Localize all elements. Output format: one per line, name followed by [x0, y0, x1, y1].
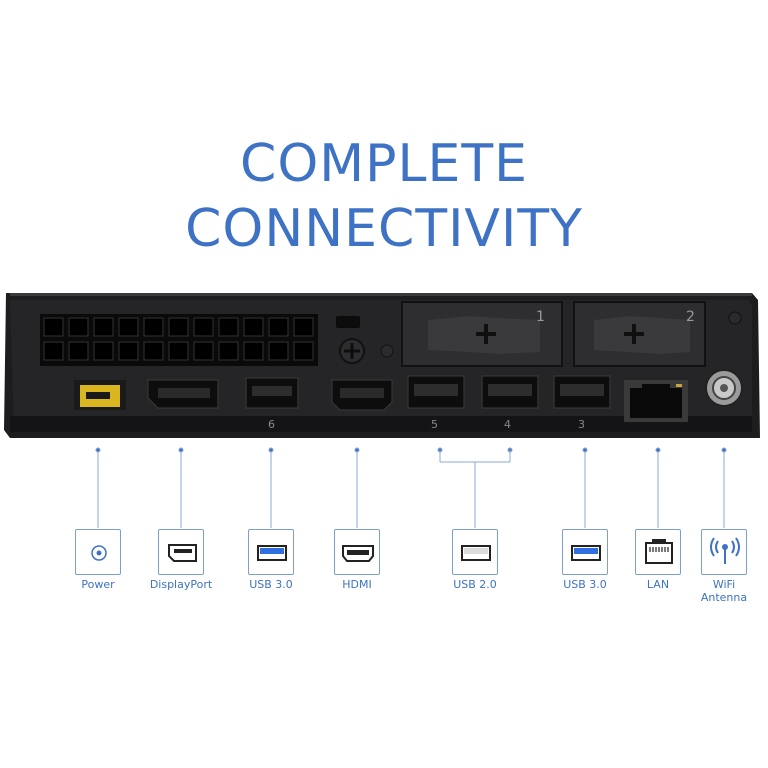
vent-cell — [293, 317, 314, 337]
displayport-label: DisplayPort — [149, 578, 213, 591]
power-icon — [75, 529, 121, 575]
expansion-bay-2 — [573, 301, 706, 367]
vent-cell — [93, 317, 114, 337]
port-number-3: 3 — [578, 418, 585, 431]
vent-cell — [268, 317, 289, 337]
usb3-icon — [562, 529, 608, 575]
usb3-port-6 — [245, 377, 299, 409]
vent-cell — [193, 317, 214, 337]
vent-cell — [93, 341, 114, 361]
vent-cell — [218, 341, 239, 361]
power-port — [74, 380, 126, 410]
headline-line-2: CONNECTIVITY — [185, 199, 583, 259]
leader-lines — [95, 447, 727, 528]
usb2-port-4 — [481, 375, 539, 409]
vent-cell — [68, 341, 89, 361]
hdmi-icon — [334, 529, 380, 575]
wifi-antenna-icon — [701, 529, 747, 575]
wifi-antenna-connector — [705, 369, 743, 407]
usb2-label: USB 2.0 — [453, 578, 497, 591]
expansion-bay-1 — [401, 301, 563, 367]
bay-number-2: 2 — [686, 309, 695, 325]
vent-grid — [40, 314, 318, 366]
wifi-antenna-label: WiFi Antenna — [700, 578, 748, 604]
vent-cell — [143, 341, 164, 361]
port-number-6: 6 — [268, 418, 275, 431]
vent-cell — [293, 341, 314, 361]
vent-cell — [268, 341, 289, 361]
screw-icon — [339, 338, 365, 364]
hdmi-port — [331, 379, 393, 411]
usb3-label-2: USB 3.0 — [563, 578, 607, 591]
vent-cell — [243, 317, 264, 337]
vent-cell — [43, 341, 64, 361]
vent-cell — [218, 317, 239, 337]
usb2-icon — [452, 529, 498, 575]
lan-icon — [635, 529, 681, 575]
vent-cell — [243, 341, 264, 361]
vent-cell — [168, 341, 189, 361]
port-number-4: 4 — [504, 418, 511, 431]
bay-number-1: 1 — [536, 309, 545, 325]
displayport-icon — [158, 529, 204, 575]
vent-cell — [68, 317, 89, 337]
vent-cell — [118, 341, 139, 361]
headline-line-1: COMPLETE — [240, 134, 528, 194]
displayport-port — [147, 379, 219, 409]
usb3-label: USB 3.0 — [249, 578, 293, 591]
power-label: Power — [81, 578, 115, 591]
mini-pc-rear-panel: 1 2 6 5 4 3 — [4, 293, 760, 438]
lan-label: LAN — [646, 578, 670, 591]
usb2-port-5 — [407, 375, 465, 409]
vent-cell — [168, 317, 189, 337]
vent-cell — [118, 317, 139, 337]
vent-cell — [143, 317, 164, 337]
hdmi-label: HDMI — [342, 578, 372, 591]
vent-cell — [43, 317, 64, 337]
usb3-icon — [248, 529, 294, 575]
port-number-5: 5 — [431, 418, 438, 431]
vent-cell — [193, 341, 214, 361]
usb3-port-3 — [553, 375, 611, 409]
lan-port — [624, 380, 688, 422]
